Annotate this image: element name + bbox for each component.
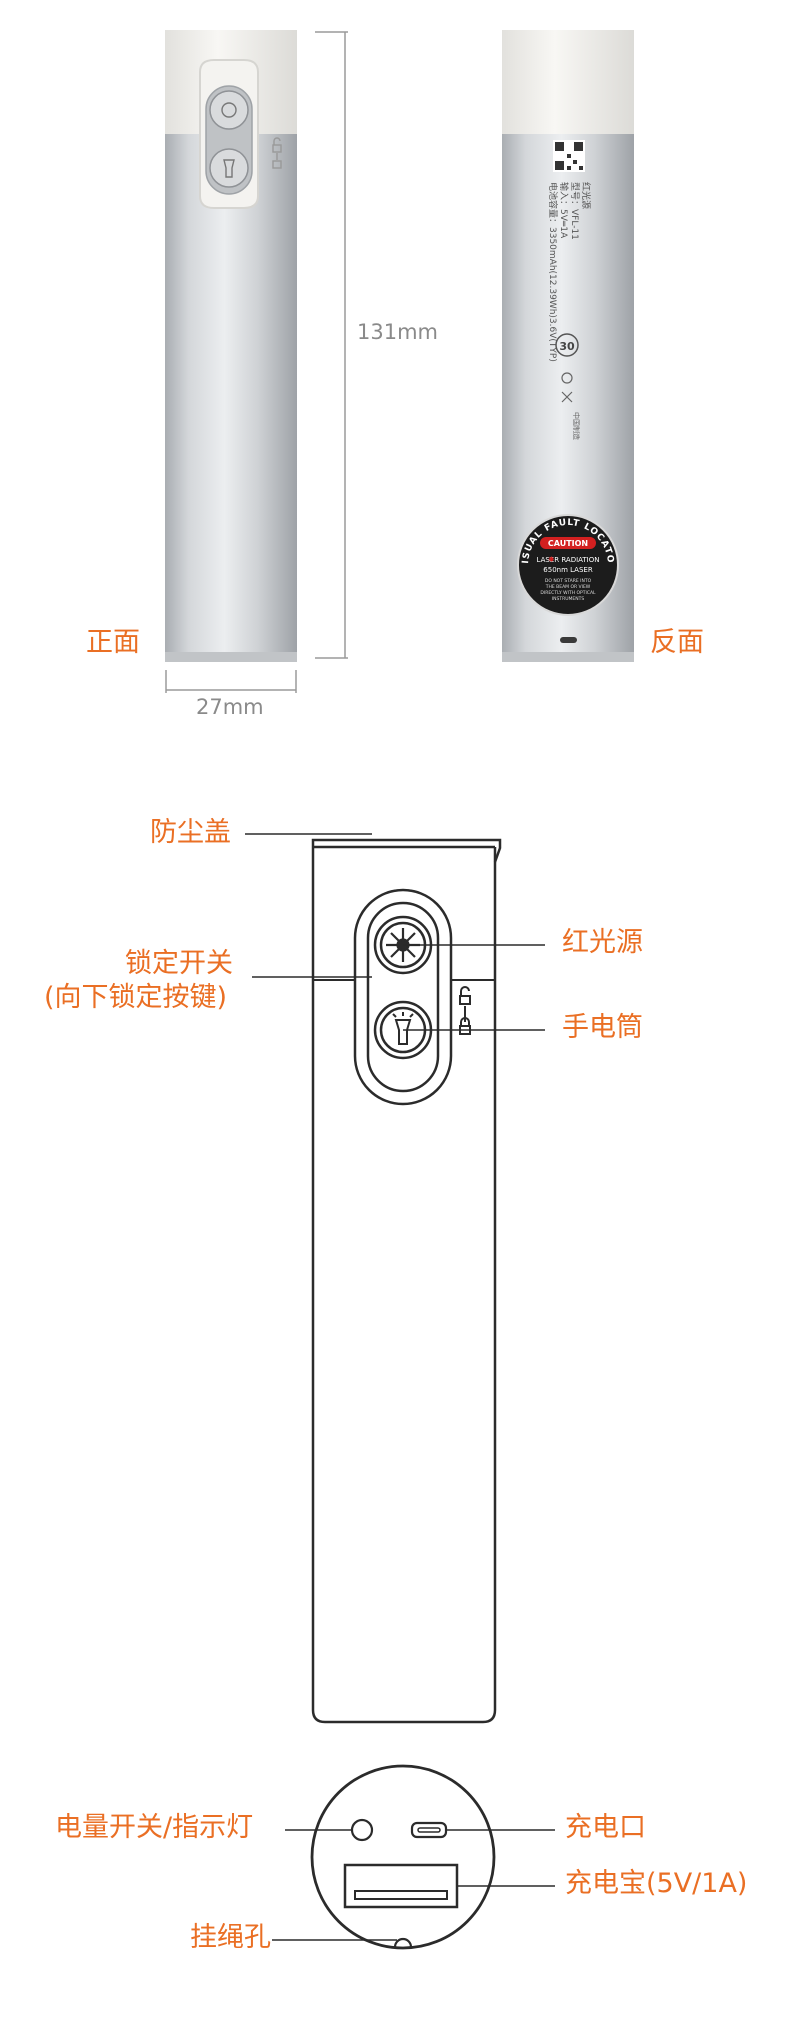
caution-word: CAUTION <box>548 539 588 548</box>
dust-cap-lip <box>311 838 502 863</box>
front-lock-icon <box>272 137 282 169</box>
end-leader-lines <box>272 1829 555 1941</box>
charge-port-callout: 充电口 <box>565 1812 646 1843</box>
front-body <box>165 30 297 660</box>
lanyard-hole-callout: 挂绳孔 <box>190 1922 271 1953</box>
front-flashlight-button-icon <box>209 148 249 188</box>
back-view: 红光源 型号：VFL-11 输入：5V═1A 电池容量：3350mAh(12.3… <box>0 0 634 662</box>
recycle-30-badge <box>555 333 579 357</box>
back-charging-slot <box>560 637 577 643</box>
front-bottom-rim <box>165 652 297 662</box>
flashlight-callout: 手电筒 <box>562 1012 643 1043</box>
button-housing-outer <box>353 888 453 1106</box>
spec-line-3: 输入：5V═1A <box>558 182 570 239</box>
spec-line-4: 电池容量：3350mAh(12.39Wh)3.6V(TYP) <box>547 182 559 362</box>
power-switch-callout: 电量开关/指示灯 <box>55 1812 254 1843</box>
lock-switch-callout: 锁定开关 <box>125 948 233 979</box>
side-leader-lines <box>245 833 545 1031</box>
front-view-label: 正面 <box>86 627 140 658</box>
qr-code-icon <box>553 140 585 172</box>
spec-line-2: 型号：VFL-11 <box>569 182 580 240</box>
caution-small-3: DIRECTLY WITH OPTICAL <box>540 590 596 596</box>
caution-small-2: THE BEAM OR VIEW <box>545 584 591 590</box>
end-view-outline <box>310 1764 496 1950</box>
caution-line-2: 650nm LASER <box>543 566 593 574</box>
front-laser-button-icon <box>209 90 249 130</box>
width-dimension-label: 27mm <box>196 695 264 719</box>
back-body <box>502 30 634 660</box>
height-dimension-label: 131mm <box>357 320 438 344</box>
button-housing-inner <box>366 901 440 1093</box>
recycle-symbols-icon <box>561 372 573 403</box>
body-outline <box>311 847 497 1724</box>
spec-line-1: 红光源 <box>580 182 592 209</box>
dust-cap-callout: 防尘盖 <box>150 817 231 848</box>
power-bank-callout: 充电宝(5V/1A) <box>565 1868 748 1899</box>
back-cap <box>502 30 634 134</box>
usb-a-port-icon <box>343 1863 459 1909</box>
caution-small-4: INSTRUMENTS <box>552 596 585 602</box>
lock-unlock-icon <box>459 986 471 1035</box>
front-view <box>165 30 348 693</box>
lanyard-hole-icon <box>393 1937 413 1948</box>
red-light-callout: 红光源 <box>562 927 643 958</box>
micro-usb-port-icon <box>410 1821 448 1839</box>
caution-line-1: LASER RADIATION <box>537 556 600 564</box>
back-view-label: 反面 <box>650 627 704 658</box>
torch-icon <box>392 1012 414 1045</box>
lock-hint-callout: (向下锁定按键) <box>44 982 228 1013</box>
svg-text:✸: ✸ <box>548 555 555 564</box>
caution-small-1: DO NOT STARE INTO <box>545 578 592 584</box>
svg-text:30: 30 <box>559 340 575 353</box>
line-drawing <box>311 838 502 1724</box>
made-in-label: 中国制造 <box>572 412 581 440</box>
power-indicator-icon <box>350 1818 374 1842</box>
end-view <box>310 1764 496 1950</box>
